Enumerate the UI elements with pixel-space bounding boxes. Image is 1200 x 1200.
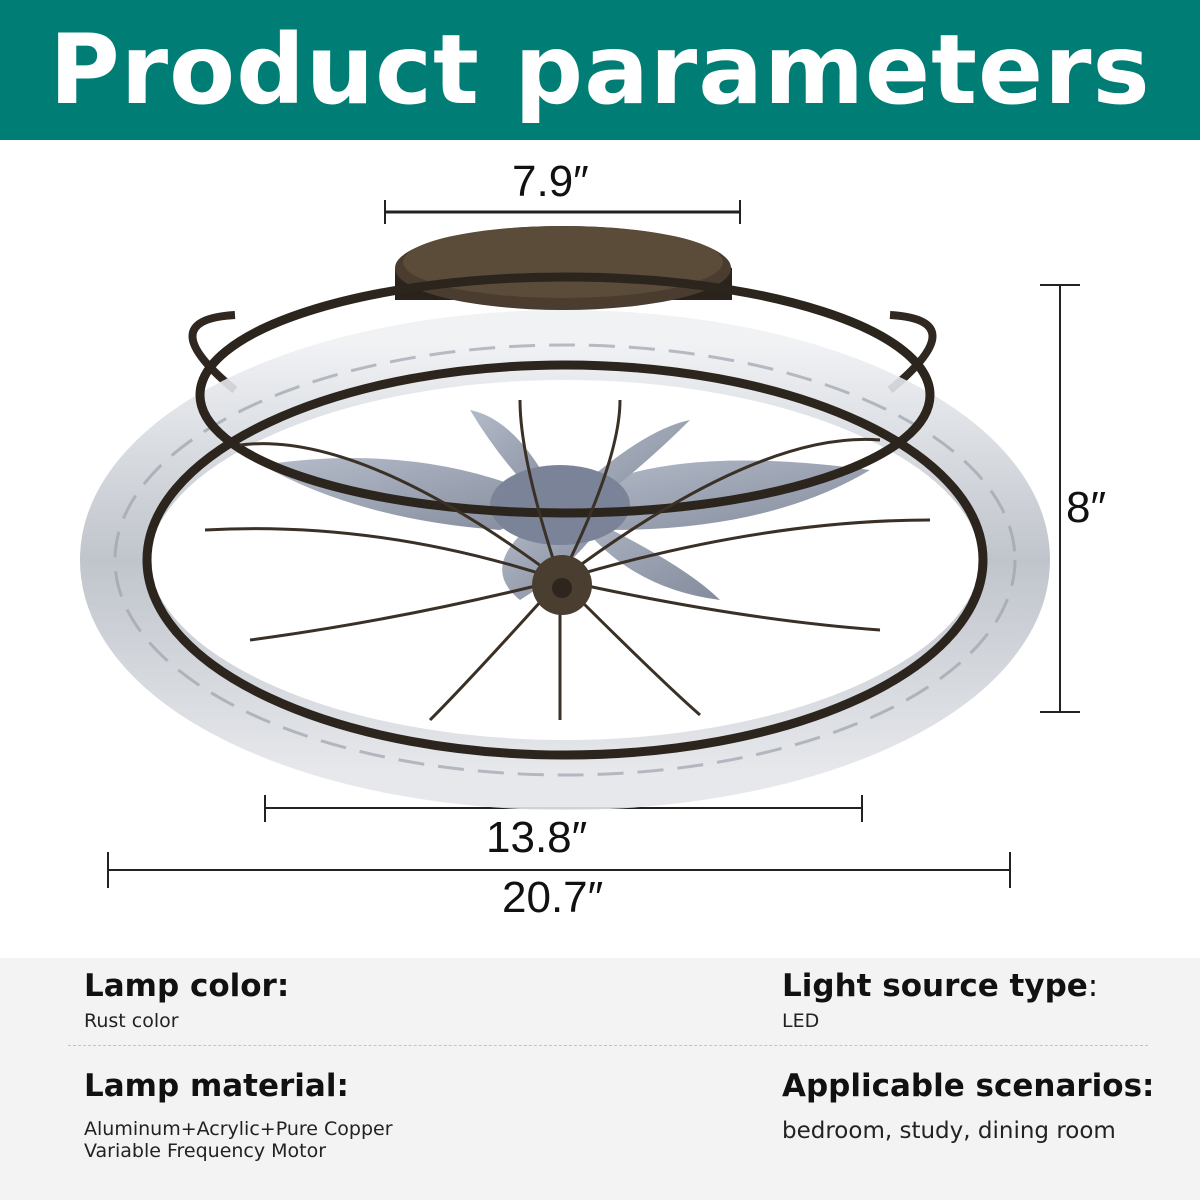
fan-frame-arms	[188, 311, 937, 394]
lamp-color-value: Rust color	[84, 1010, 179, 1032]
applicable-scenarios-value: bedroom, study, dining room	[782, 1118, 1116, 1144]
specs-divider	[68, 1045, 1148, 1046]
dimension-inner-width-label: 13.8″	[486, 813, 588, 862]
applicable-scenarios-label: Applicable scenarios:	[782, 1068, 1155, 1104]
light-source-value: LED	[782, 1010, 820, 1032]
dimension-height-label: 8″	[1066, 483, 1107, 532]
light-source-label: Light source type:	[782, 968, 1098, 1004]
page-title: Product parameters	[49, 14, 1151, 126]
header-banner: Product parameters	[0, 0, 1200, 140]
light-source-label-text: Light source type	[782, 968, 1088, 1004]
dimension-height	[1040, 284, 1080, 713]
specs-panel: Lamp color: Rust color Light source type…	[0, 958, 1200, 1200]
dimension-top-width	[384, 200, 741, 224]
product-illustration	[80, 200, 1080, 888]
fan-cage-wires	[204, 399, 931, 722]
dimension-top-width-label: 7.9″	[512, 157, 589, 206]
fan-canopy	[395, 226, 732, 310]
lamp-material-value-line1: Aluminum+Acrylic+Pure Copper	[84, 1118, 393, 1140]
light-source-colon: :	[1087, 968, 1099, 1004]
fan-motor-hub	[490, 465, 630, 545]
dimension-overall-width-label: 20.7″	[502, 873, 604, 922]
lamp-material-label: Lamp material:	[84, 1068, 349, 1104]
dimension-overall-width	[107, 852, 1011, 888]
crystal-shade	[80, 272, 1050, 810]
lamp-material-value-line2: Variable Frequency Motor	[84, 1140, 327, 1162]
lamp-color-label: Lamp color:	[84, 968, 290, 1004]
